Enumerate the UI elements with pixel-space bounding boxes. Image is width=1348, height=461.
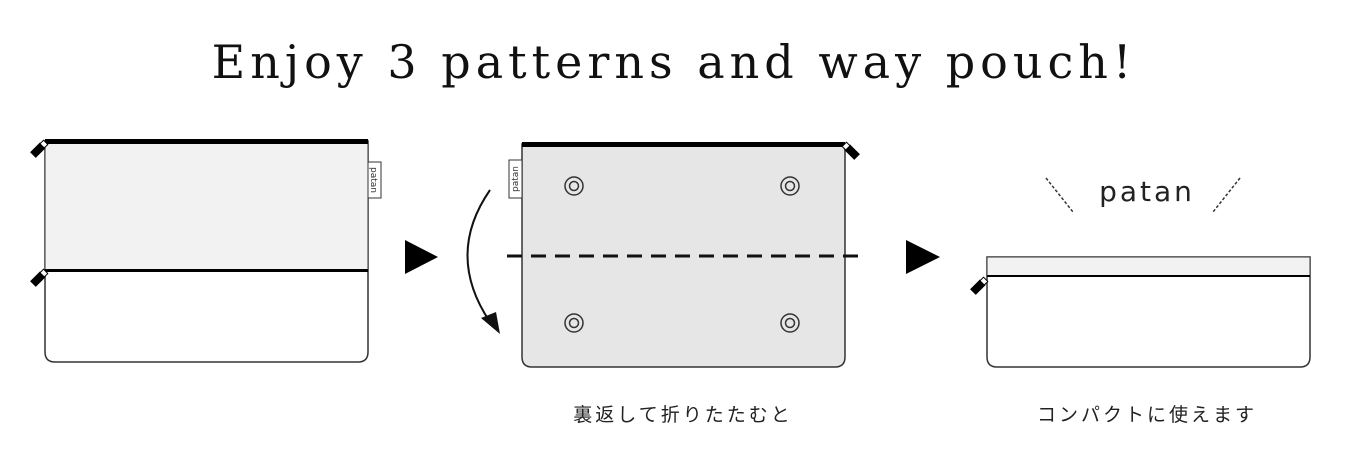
fold-arrow-head-icon (481, 312, 500, 334)
arrow-right-icon (405, 240, 438, 274)
brand-tag (508, 159, 523, 199)
brand-tag-label: patan (511, 166, 521, 192)
upper-panel (44, 141, 369, 271)
pouch-compact (970, 256, 1311, 368)
top-zipper (45, 139, 368, 144)
caption-fold: 裏返して折りたたむと (573, 404, 792, 426)
page-title: Enjoy 3 patterns and way pouch! (212, 35, 1137, 89)
brand-tag (367, 161, 382, 199)
brand-label: patan (1099, 175, 1195, 208)
middle-zipper (45, 269, 368, 272)
zipper-pull-icon (970, 276, 989, 295)
zipper-pull-icon (841, 141, 860, 160)
top-zipper (522, 142, 845, 147)
zipper-pull-icon (30, 139, 49, 158)
arrow-right-icon (906, 240, 940, 274)
snap-button-icon (564, 313, 584, 333)
fold-arrow-icon (466, 189, 491, 323)
snap-button-icon (780, 313, 800, 333)
snap-button-icon (780, 176, 800, 196)
snap-button-icon (564, 176, 584, 196)
emphasis-mark (1212, 177, 1241, 213)
pouch-back-side: patan (466, 141, 862, 368)
pouch-two-pocket: patan (30, 139, 382, 363)
caption-compact: コンパクトに使えます (1037, 404, 1257, 426)
zipper-pull-icon (30, 268, 49, 287)
brand-tag-label: patan (368, 167, 378, 193)
emphasis-mark (1045, 177, 1074, 213)
